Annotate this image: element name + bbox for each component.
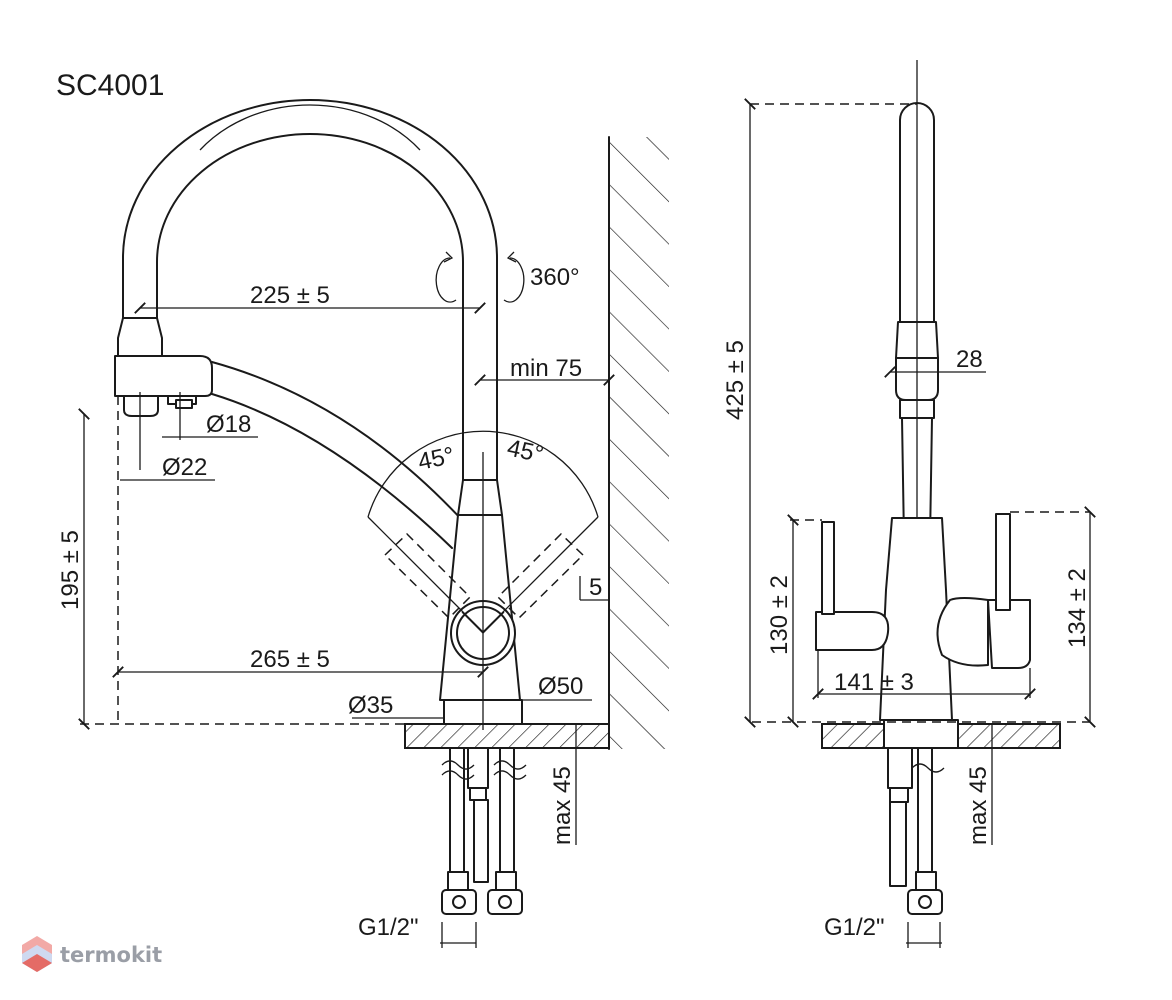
model-title: SC4001 [56,69,164,102]
side-dimension-lines [78,302,615,948]
countertop-section [404,723,610,749]
front-hoses [887,747,945,915]
dim-width-levers: 141 ± 3 [834,669,914,696]
dim-max-thickness: max 45 [549,766,576,845]
supply-hoses [441,747,527,915]
dim-dia-28: 28 [956,346,983,373]
dim-reach-bottom: 265 ± 5 [250,646,330,673]
watermark: termokit [22,936,162,972]
wall-section [608,136,669,750]
dim-angle-left: 45° [416,442,457,476]
front-dimension-lines [744,98,1096,948]
termokit-logo-icon [22,936,52,972]
dim-dia-35: Ø35 [348,692,393,719]
dim-thread: G1/2" [358,914,419,941]
dim-wall-min: min 75 [510,355,582,382]
watermark-text: termokit [60,943,162,967]
swan-arm [211,361,463,549]
dim-thread-front: G1/2" [824,914,885,941]
dim-dia-18: Ø18 [206,411,251,438]
dim-offset-5: 5 [589,574,602,601]
dim-max-thickness-front: max 45 [965,766,992,845]
side-view: 225 ± 5 360° min 75 Ø18 Ø22 45° 45° 195 … [57,99,669,948]
dim-height-total: 425 ± 5 [722,340,749,420]
dim-dia-50: Ø50 [538,673,583,700]
dim-reach-top: 225 ± 5 [250,282,330,309]
spout-head [114,317,213,417]
dim-angle-right: 45° [505,434,546,468]
dim-rotation: 360° [530,264,580,291]
front-body [815,513,1031,749]
front-spout [895,60,939,560]
construction-lines [80,392,599,730]
dim-height-right-lever: 134 ± 2 [1064,568,1091,648]
front-view: 425 ± 5 28 130 ± 2 134 ± 2 141 ± 3 max 4… [722,60,1096,948]
dim-dia-22: Ø22 [162,454,207,481]
spout-arch [122,99,498,481]
dim-height-left-lever: 130 ± 2 [766,575,793,655]
rotation-arrows-icon [435,251,525,303]
dim-height-outlet: 195 ± 5 [57,530,84,610]
lever-swing-ghost [383,532,585,620]
